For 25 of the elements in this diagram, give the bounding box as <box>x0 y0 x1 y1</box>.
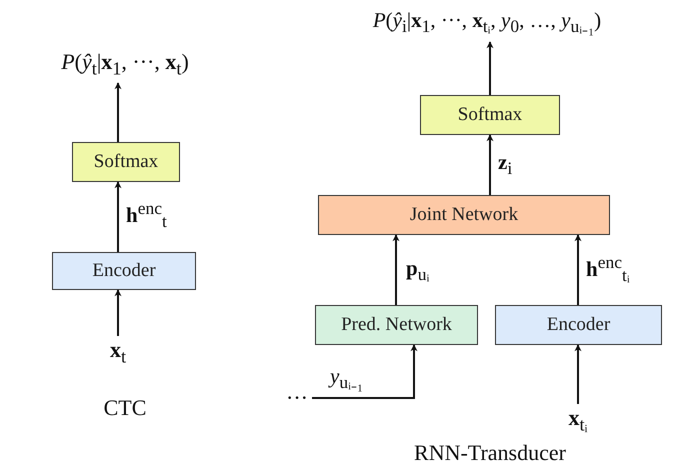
arrow <box>114 181 122 252</box>
process-box: Encoder <box>495 305 662 345</box>
math-label: x$_{t}$ <box>98 336 138 368</box>
arrow <box>392 234 400 305</box>
arrow <box>114 82 122 142</box>
arrow <box>486 41 494 95</box>
process-box: Encoder <box>52 252 196 290</box>
math-label: x$_{tᵢ}$ <box>556 404 600 436</box>
math-label: P(ŷ$_{i}$|x$_{1}$, ···, x$_{tᵢ}$, y$_{0}$, …, y$_{uᵢ₋₁}$) <box>292 4 682 42</box>
process-box: Softmax <box>72 142 180 182</box>
process-box: Softmax <box>420 95 560 135</box>
math-label: ··· <box>282 388 312 408</box>
arrow <box>574 234 582 305</box>
process-box: Pred. Network <box>315 305 478 345</box>
diagram-caption: CTC <box>104 395 146 421</box>
arrow <box>486 134 494 195</box>
arrow <box>574 344 582 404</box>
arrow <box>312 344 418 399</box>
edge-label: z$_{i}$ <box>498 150 512 180</box>
edge-label: p$_{uᵢ}$ <box>406 256 430 286</box>
arrow <box>114 289 122 336</box>
math-label: P(ŷ$_{t}$|x$_{1}$, ···, x$_{t}$) <box>20 45 230 83</box>
process-box: Joint Network <box>318 195 610 235</box>
diagram-caption: RNN-Transducer <box>414 440 566 466</box>
edge-label: y$_{uᵢ₋₁}$ <box>330 364 364 394</box>
